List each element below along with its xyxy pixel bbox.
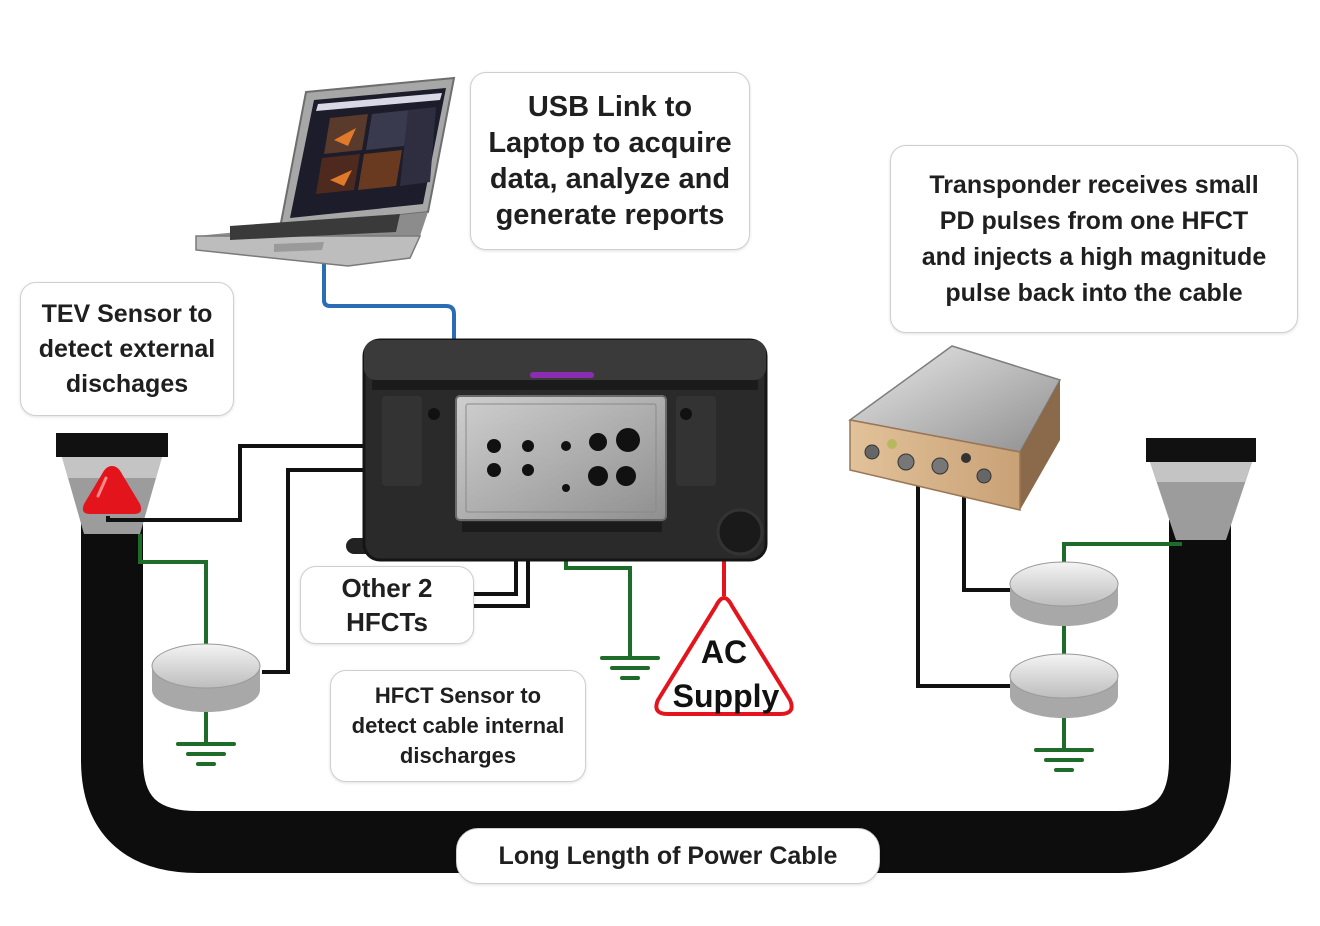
other-hfcts-callout-text: Other 2 HFCTs <box>341 573 433 637</box>
hfct-sensor-icon <box>151 643 261 712</box>
power-cable-callout-text: Long Length of Power Cable <box>498 841 838 870</box>
hfct-sensor-callout-text: HFCT Sensor to detect cable internal dis… <box>351 683 565 768</box>
transponder-icon <box>848 345 1062 511</box>
transponder-callout: Transponder receives small PD pulses fro… <box>890 145 1298 333</box>
hfct-sensor-icon <box>1009 653 1119 718</box>
ac-supply-label-line2: Supply <box>672 678 780 714</box>
tev-sensor-callout: TEV Sensor to detect external dischages <box>20 282 234 416</box>
tev-sensor-icon <box>82 466 142 514</box>
hfct-sensor-icon <box>1009 561 1119 626</box>
ground-icon <box>600 656 660 680</box>
main-instrument-case <box>346 338 768 562</box>
ground-icon <box>176 742 236 766</box>
right-cable-termination <box>1146 438 1256 540</box>
hfct-sensor-callout: HFCT Sensor to detect cable internal dis… <box>330 670 586 782</box>
usb-link-callout-text: USB Link to Laptop to acquire data, anal… <box>488 91 732 231</box>
power-cable-callout: Long Length of Power Cable <box>456 828 880 884</box>
ground-icon <box>1034 748 1094 772</box>
usb-wire <box>322 262 456 340</box>
other-hfcts-callout: Other 2 HFCTs <box>300 566 474 644</box>
ac-supply-label-line1: AC <box>700 634 748 670</box>
transponder-callout-text: Transponder receives small PD pulses fro… <box>921 171 1267 307</box>
laptop-icon <box>195 76 456 267</box>
usb-link-callout: USB Link to Laptop to acquire data, anal… <box>470 72 750 250</box>
ac-supply-icon <box>654 595 794 716</box>
tev-sensor-callout-text: TEV Sensor to detect external dischages <box>38 299 216 398</box>
